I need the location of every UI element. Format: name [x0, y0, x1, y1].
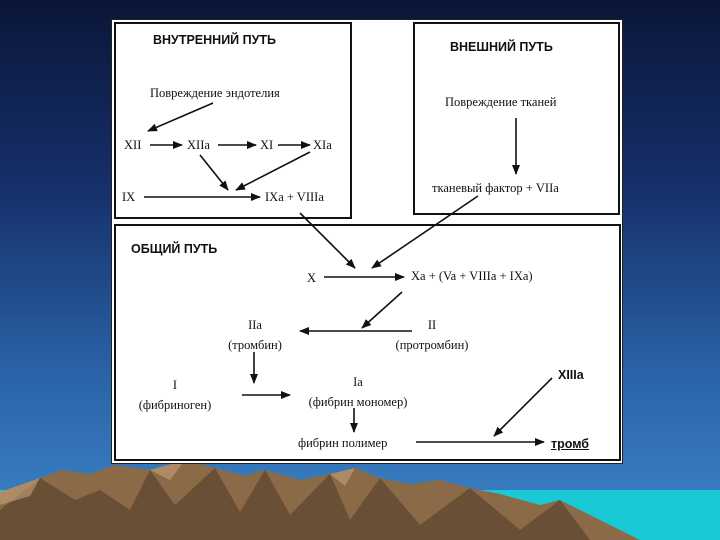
- factor-xiia-label: XIIa: [187, 138, 210, 152]
- tissue-factor-viia-label: тканевый фактор + VIIa: [432, 181, 559, 195]
- factor-ix-label: IX: [122, 190, 135, 204]
- factor-xia-label: XIa: [313, 138, 332, 152]
- factor-xa-complex-label: Xa + (Va + VIIIa + IXa): [411, 269, 533, 283]
- endothelium-damage-label: Повреждение эндотелия: [150, 86, 280, 100]
- factor-xi-label: XI: [260, 138, 273, 152]
- factor-i-label: I: [140, 378, 210, 392]
- intrinsic-pathway-title: ВНУТРЕННИЙ ПУТЬ: [153, 33, 276, 47]
- factor-ixa-viiia-label: IXa + VIIIa: [265, 190, 324, 204]
- tissue-damage-label: Повреждение тканей: [445, 95, 556, 109]
- common-pathway-title: ОБЩИЙ ПУТЬ: [131, 242, 217, 256]
- extrinsic-pathway-title: ВНЕШНИЙ ПУТЬ: [450, 40, 553, 54]
- fibrin-polymer-label: фибрин полимер: [298, 436, 387, 450]
- common-pathway-box: [114, 224, 621, 461]
- factor-ii-label: II: [397, 318, 467, 332]
- factor-xii-label: XII: [124, 138, 141, 152]
- thrombin-label: (тромбин): [215, 338, 295, 352]
- prothrombin-label: (протромбин): [382, 338, 482, 352]
- factor-iia-label: IIa: [220, 318, 290, 332]
- fibrinogen-label: (фибриноген): [125, 398, 225, 412]
- factor-xiiia-label: XIIIa: [558, 368, 584, 382]
- factor-x-label: X: [307, 271, 316, 285]
- thrombus-label: тромб: [551, 437, 589, 451]
- factor-ia-label: Ia: [323, 375, 393, 389]
- fibrin-monomer-label: (фибрин мономер): [293, 395, 423, 409]
